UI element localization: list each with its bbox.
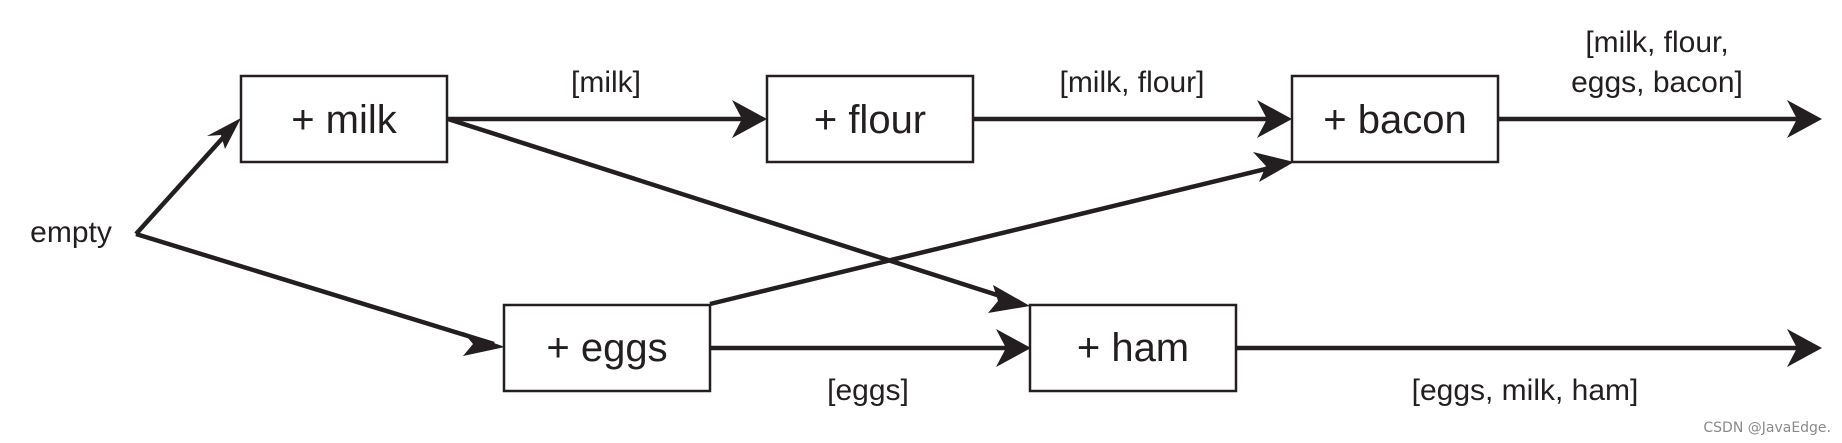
node-milk-label: + milk — [291, 98, 398, 142]
edge-milk-to-ham — [447, 116, 1020, 305]
arrowhead-eggs-in — [463, 332, 505, 356]
node-milk: + milk — [239, 74, 449, 164]
arrowhead-bacon-in-from-eggs — [1253, 152, 1294, 182]
edge-label-flour-bacon: [milk, flour] — [1059, 66, 1204, 99]
arrowhead-ham-in-from-milk — [988, 285, 1030, 313]
node-bacon: + bacon — [1290, 74, 1500, 164]
edge-empty-to-eggs — [135, 231, 495, 347]
edges — [134, 116, 1805, 351]
edge-label-eggs-ham: [eggs] — [827, 374, 909, 407]
arrowhead-bacon-in-from-flour — [1257, 100, 1292, 138]
node-bacon-label: + bacon — [1323, 98, 1466, 142]
node-flour-label: + flour — [814, 98, 926, 142]
edge-label-bacon-output-line1: [milk, flour, — [1585, 26, 1728, 59]
arrowhead-ham-in-from-eggs — [996, 329, 1031, 367]
arrowhead-bacon-output — [1787, 100, 1822, 138]
edge-label-ham-output: [eggs, milk, ham] — [1412, 374, 1639, 407]
arrowhead-flour-in — [732, 100, 767, 138]
edge-eggs-to-bacon — [709, 162, 1283, 307]
arrowhead-milk-in — [207, 118, 241, 149]
node-ham-label: + ham — [1077, 326, 1189, 370]
edge-label-milk-flour: [milk] — [571, 66, 641, 99]
edge-label-bacon-output-line2: eggs, bacon] — [1571, 66, 1743, 99]
start-label: empty — [30, 216, 112, 249]
node-ham: + ham — [1028, 303, 1238, 393]
arrowheads — [207, 100, 1822, 367]
watermark: CSDN @JavaEdge. — [1703, 420, 1831, 436]
arrowhead-ham-output — [1787, 329, 1822, 367]
node-flour: + flour — [765, 74, 975, 164]
node-eggs: + eggs — [502, 303, 712, 393]
node-eggs-label: + eggs — [546, 326, 667, 370]
edge-empty-to-milk — [134, 129, 231, 236]
